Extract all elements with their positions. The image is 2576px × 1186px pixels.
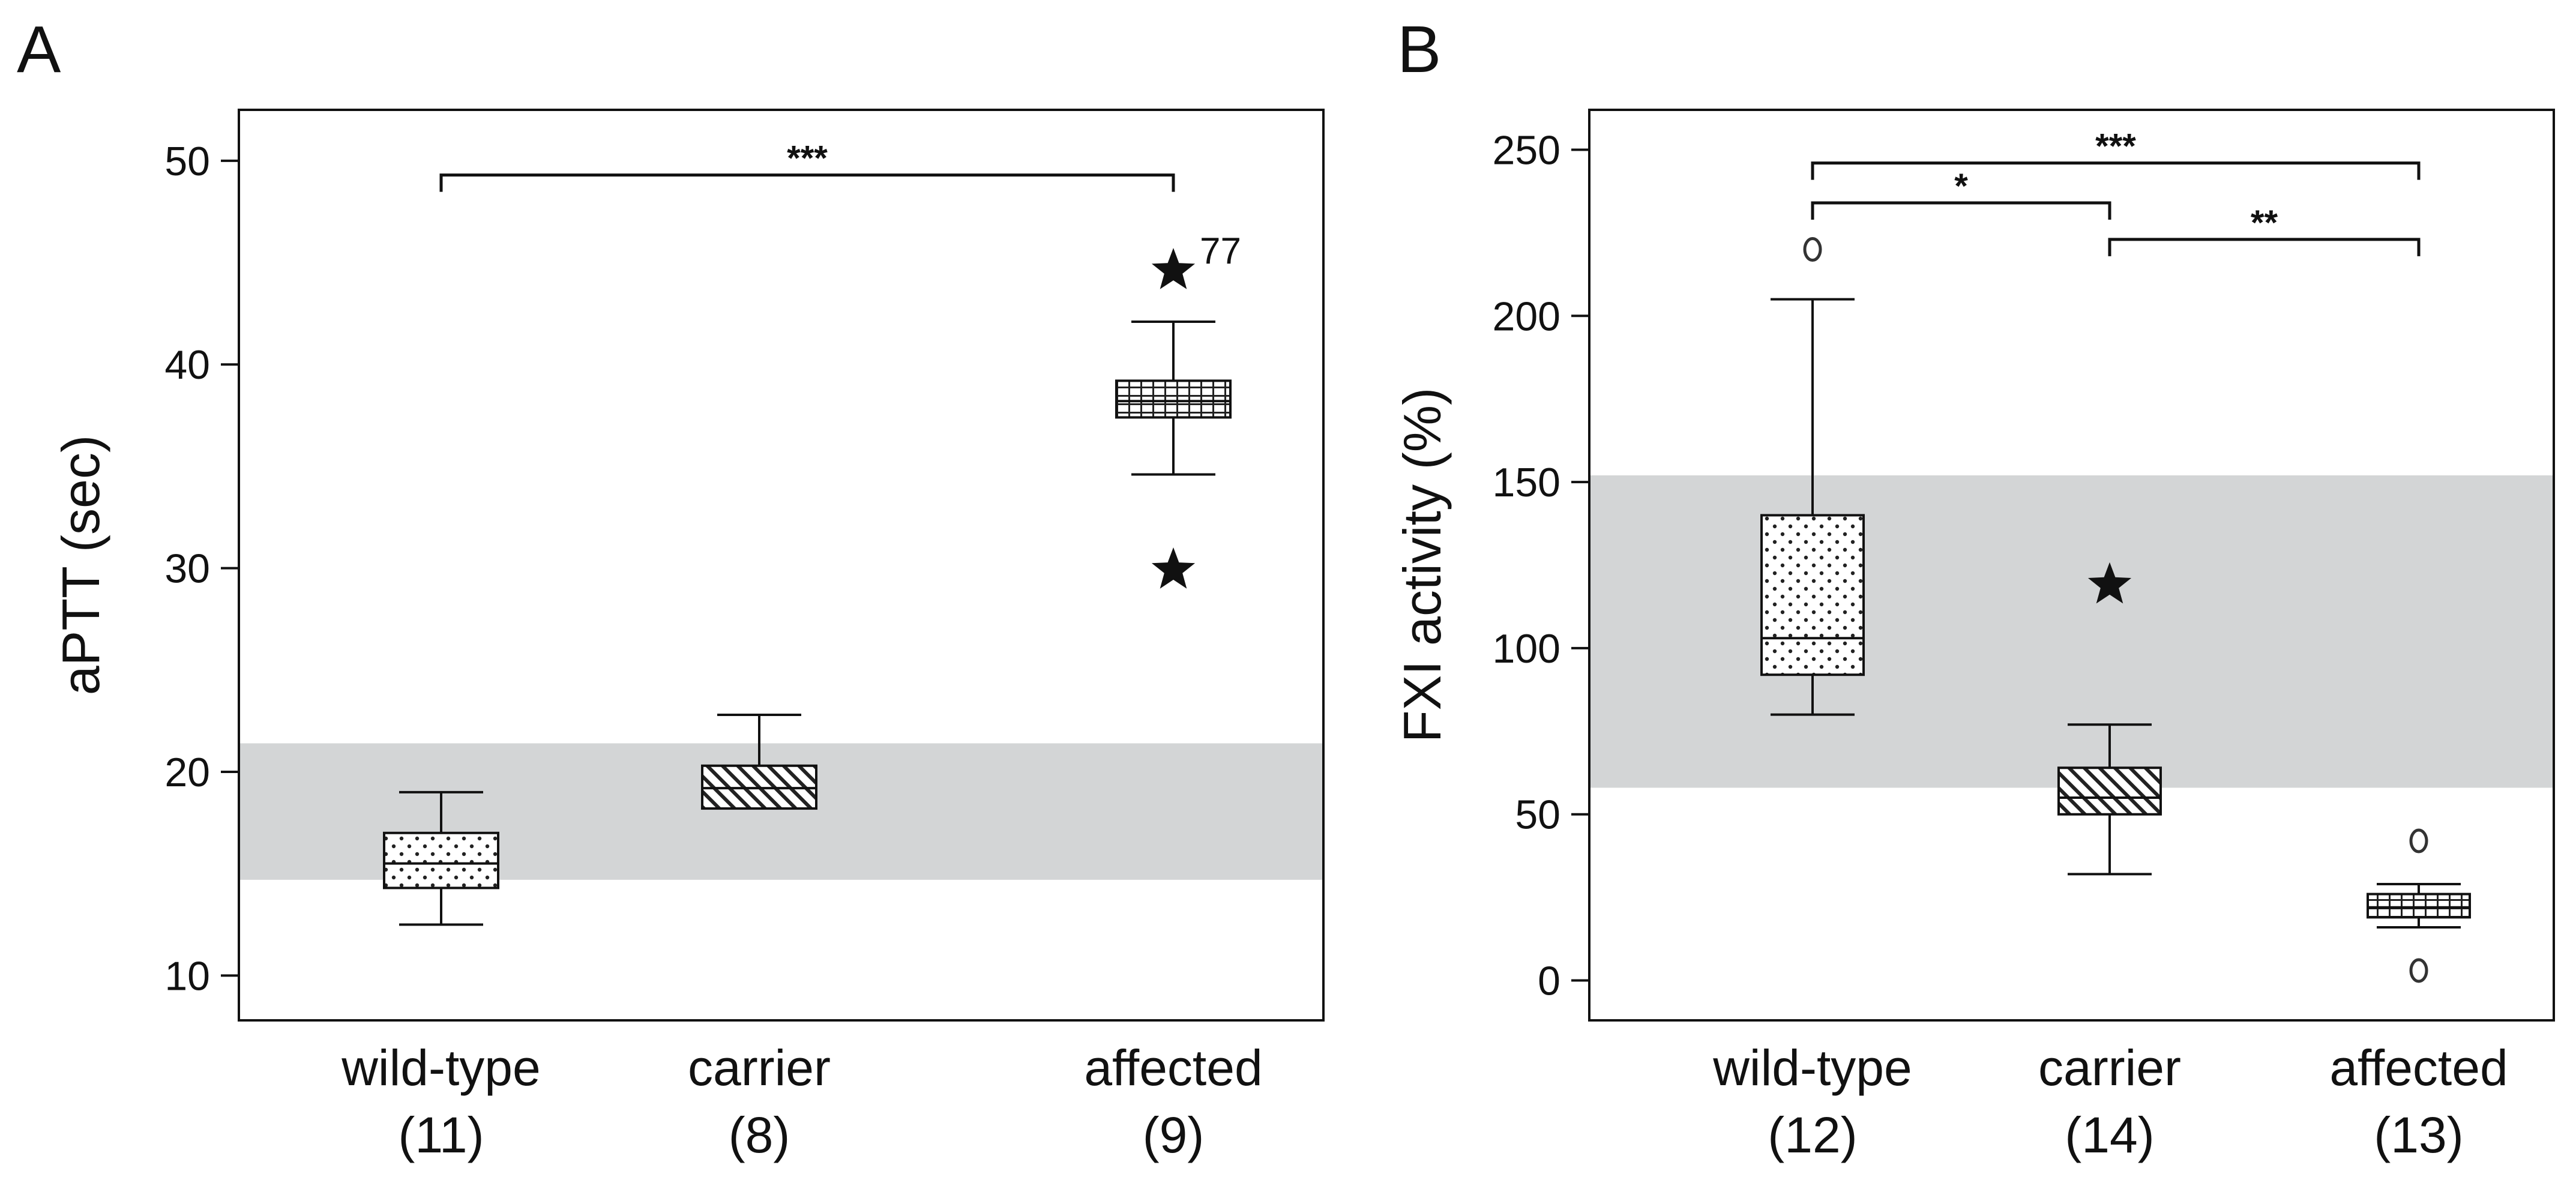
bracket-line	[1811, 201, 2111, 220]
y-tick-label: 50	[164, 139, 210, 184]
x-count-label: (12)	[1768, 1107, 1857, 1163]
bracket-line	[1811, 161, 2421, 180]
x-category-label: carrier	[688, 1040, 831, 1096]
x-category-label: affected	[1084, 1040, 1262, 1096]
x-count-label: (14)	[2065, 1107, 2154, 1163]
box-iqr	[1115, 379, 1232, 419]
y-tick-label: 250	[1493, 127, 1560, 173]
plot-frame	[1588, 109, 2555, 1022]
box-iqr	[2057, 766, 2162, 816]
y-tick-label: 150	[1493, 460, 1560, 505]
significance-bracket: ***	[1811, 127, 2421, 180]
significance-label: *	[1954, 167, 1968, 206]
y-tick-label: 0	[1538, 959, 1560, 1004]
significance-bracket: *	[1811, 167, 2111, 220]
bracket-line	[2108, 238, 2421, 256]
x-category-label: carrier	[2038, 1040, 2181, 1096]
box-wild-type	[1760, 298, 1865, 716]
box-affected	[2367, 883, 2471, 929]
x-count-label: (8)	[729, 1107, 790, 1163]
y-axis-label: aPTT (sec)	[51, 435, 110, 696]
plot-frame	[238, 109, 1325, 1022]
box-affected	[1115, 320, 1232, 476]
box-iqr	[383, 831, 499, 890]
significance-label: **	[2251, 203, 2278, 242]
y-tick-label: 40	[164, 342, 210, 388]
y-tick-label: 10	[164, 953, 210, 999]
outlier-circle	[2409, 828, 2428, 853]
panel-A: A 10 20 30 40 50 aPTT (sec) wild-type (11) carrie…	[17, 13, 1325, 1163]
x-count-label: (9)	[1143, 1107, 1205, 1163]
panel-label: B	[1397, 13, 1441, 86]
bracket-line	[439, 173, 1175, 192]
outlier-star	[1151, 248, 1196, 289]
panel-label: A	[17, 13, 61, 86]
outlier-circle	[2409, 958, 2428, 983]
outlier-circle	[1803, 237, 1822, 262]
y-axis-label: FXI activity (%)	[1392, 388, 1452, 743]
x-category-label: wild-type	[1712, 1040, 1912, 1096]
y-tick-label: 200	[1493, 293, 1560, 339]
reference-band	[1589, 475, 2554, 788]
y-tick-label: 50	[1515, 792, 1560, 838]
x-count-label: (13)	[2374, 1107, 2463, 1163]
box-iqr	[2367, 893, 2471, 919]
significance-label: ***	[2095, 127, 2136, 166]
x-category-label: wild-type	[341, 1040, 540, 1096]
outlier-star	[1151, 547, 1196, 589]
box-carrier	[2057, 723, 2162, 876]
box-wild-type	[383, 790, 499, 926]
y-tick-label: 20	[164, 750, 210, 795]
significance-bracket: ***	[439, 139, 1175, 192]
y-tick-label: 30	[164, 546, 210, 592]
outlier-label: 77	[1200, 230, 1241, 272]
x-category-label: affected	[2329, 1040, 2508, 1096]
significance-label: ***	[787, 139, 828, 178]
x-count-label: (11)	[398, 1107, 484, 1163]
y-tick-label: 100	[1493, 626, 1560, 672]
box-carrier	[701, 713, 817, 810]
significance-bracket: **	[2108, 203, 2421, 256]
outlier-star	[2087, 562, 2132, 604]
box-iqr	[1760, 514, 1865, 676]
